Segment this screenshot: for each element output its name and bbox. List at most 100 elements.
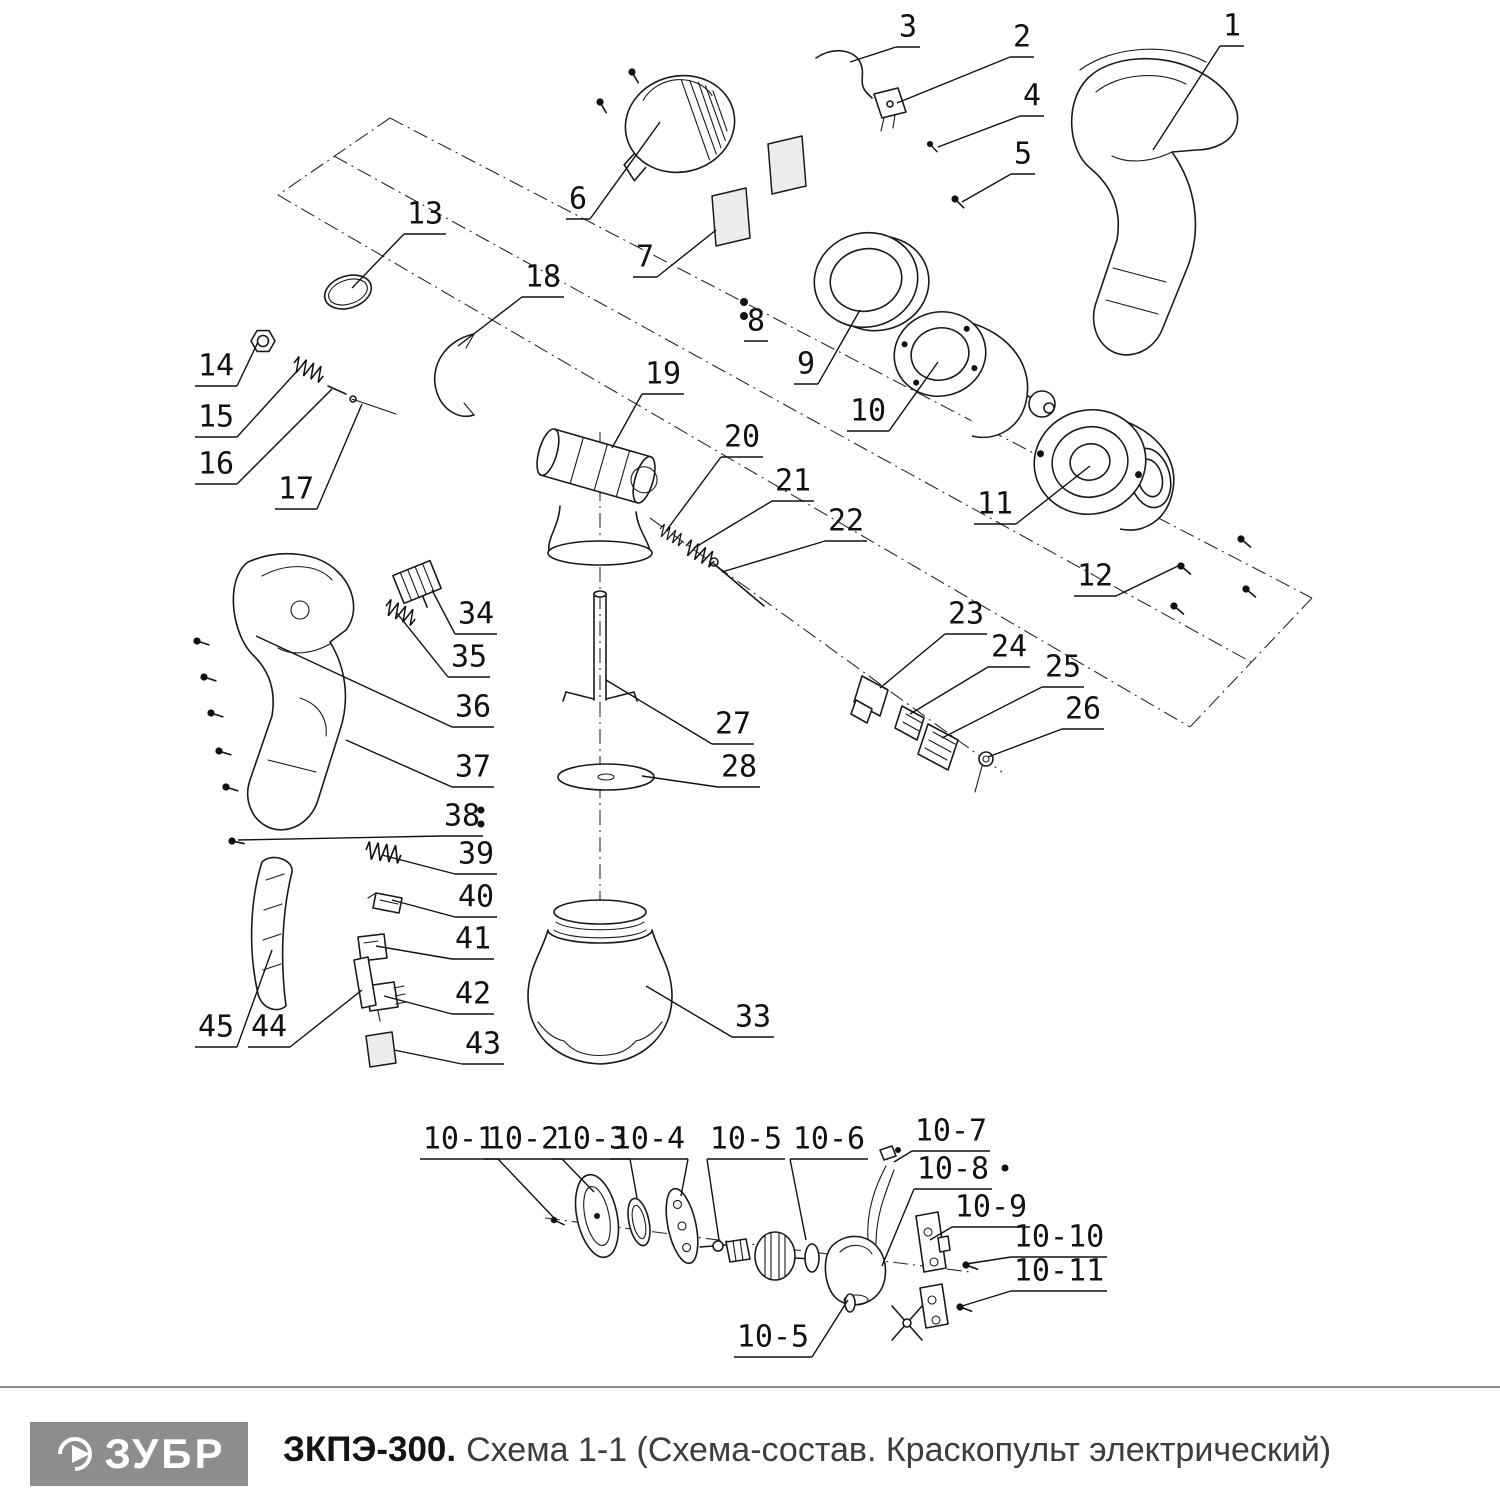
callout-43: 43	[465, 1027, 501, 1062]
callout-leader-19	[611, 393, 643, 449]
callout-leader-10-3	[629, 1158, 638, 1199]
part-10-5-washer	[844, 1293, 856, 1313]
callout-40: 40	[458, 880, 494, 915]
callout-leader-9	[817, 309, 861, 385]
callout-leader-28	[641, 775, 719, 788]
callout-18: 18	[525, 260, 561, 295]
part-9-stator-ring	[813, 231, 930, 332]
part-10-4-bearing-plate	[665, 1187, 699, 1265]
callout-38: 38	[444, 799, 480, 834]
part-41-block	[357, 933, 388, 962]
callout-leader-16	[236, 388, 333, 485]
part-18-clip	[433, 333, 475, 417]
callout-45: 45	[198, 1010, 234, 1045]
callout-leader-25	[941, 686, 1043, 739]
exploded-diagram: 1234567891011121314151617181920212223242…	[191, 9, 1313, 1358]
callout-28: 28	[721, 750, 757, 785]
callout-leader-36	[255, 635, 453, 728]
callout-leader-44	[289, 989, 363, 1048]
callout-23: 23	[948, 597, 984, 632]
callout-10-2: 10-2	[487, 1122, 559, 1157]
part-33-container	[527, 899, 673, 1065]
callout-leader-10-1	[497, 1158, 555, 1219]
part-19-spray-head	[536, 428, 658, 566]
callout-leader-43	[393, 1049, 463, 1065]
part-20-spring	[656, 522, 687, 548]
callout-leader-14	[236, 341, 259, 387]
footer: ЗУБР ЗКПЭ-300.Схема 1-1 (Схема-состав. К…	[0, 1386, 1500, 1500]
callout-leader-4	[937, 115, 1021, 148]
callout-33: 33	[735, 1000, 771, 1035]
callout-14: 14	[198, 349, 234, 384]
part-14-nut	[250, 329, 276, 353]
callout-leader-22	[721, 540, 826, 573]
callout-17: 17	[278, 472, 314, 507]
part-impeller	[891, 1283, 949, 1341]
callout-41: 41	[455, 922, 491, 957]
callout-10-7: 10-7	[915, 1114, 987, 1149]
callout-leader-15	[236, 369, 299, 438]
callout-leader-1	[1152, 45, 1221, 151]
callout-leader-10-5	[706, 1158, 720, 1241]
callout-leader-39	[381, 854, 456, 875]
callout-leader-33	[645, 985, 733, 1038]
part-39-spring	[363, 840, 403, 865]
part-10-2-disc	[574, 1173, 620, 1259]
callout-leader-26	[987, 728, 1063, 758]
part-26-eyelet	[974, 751, 994, 793]
subassembly-10	[548, 1145, 1009, 1341]
callout-21: 21	[775, 464, 811, 499]
callout-10-4: 10-4	[613, 1122, 685, 1157]
callout-leader-10-10	[965, 1256, 1012, 1265]
callout-16: 16	[198, 447, 234, 482]
part-23-bracket	[850, 675, 889, 724]
callout-leader-17	[316, 403, 363, 510]
callout-leader-10	[888, 361, 939, 432]
brand-logo: ЗУБР	[30, 1422, 248, 1486]
callout-leader-34	[431, 589, 456, 635]
part-1-rear-housing	[1070, 48, 1239, 356]
callout-leader-20	[665, 456, 722, 532]
callout-leader-10-11	[961, 1290, 1012, 1307]
callout-10-5: 10-5	[737, 1320, 809, 1355]
part-43-block	[365, 1031, 397, 1068]
part-15-spring	[289, 354, 328, 385]
callout-leader-6	[589, 121, 661, 220]
callout-leader-24	[909, 666, 989, 715]
callout-leader-38	[237, 835, 442, 841]
callout-11: 11	[977, 487, 1013, 522]
callout-leader-3	[849, 46, 897, 63]
callout-10: 10	[850, 394, 886, 429]
callout-20: 20	[724, 420, 760, 455]
callout-24: 24	[991, 630, 1027, 665]
part-17-needle	[349, 395, 397, 415]
callout-leader-7	[656, 229, 717, 278]
callout-leader-11	[1015, 465, 1091, 525]
callout-10-10: 10-10	[1014, 1220, 1104, 1255]
callout-35: 35	[451, 640, 487, 675]
callout-10-9: 10-9	[955, 1190, 1027, 1225]
callout-leader-10-2	[561, 1158, 595, 1193]
callout-leader-42	[383, 995, 453, 1015]
callout-34: 34	[458, 597, 494, 632]
callout-9: 9	[797, 347, 815, 382]
callout-leader-10-7	[893, 1150, 913, 1163]
part-5-screw	[949, 193, 968, 212]
part-44-strip	[353, 956, 377, 1009]
callout-leader-23	[879, 633, 946, 689]
part-16-pin	[327, 385, 347, 395]
callout-25: 25	[1045, 650, 1081, 685]
part-24-bracket	[894, 705, 925, 741]
part-10-7-wires	[867, 1145, 901, 1245]
part-10-motor	[893, 310, 1056, 439]
callout-1: 1	[1223, 9, 1241, 44]
part-10-3-ring	[627, 1197, 651, 1247]
callout-37: 37	[455, 750, 491, 785]
part-4-pin	[924, 138, 941, 155]
part-7-brushes	[711, 135, 807, 247]
part-10-9-bracket	[915, 1211, 951, 1273]
callout-leader-21	[693, 500, 773, 549]
callout-leader-5	[961, 173, 1012, 203]
part-27-suction-tube	[562, 590, 638, 702]
